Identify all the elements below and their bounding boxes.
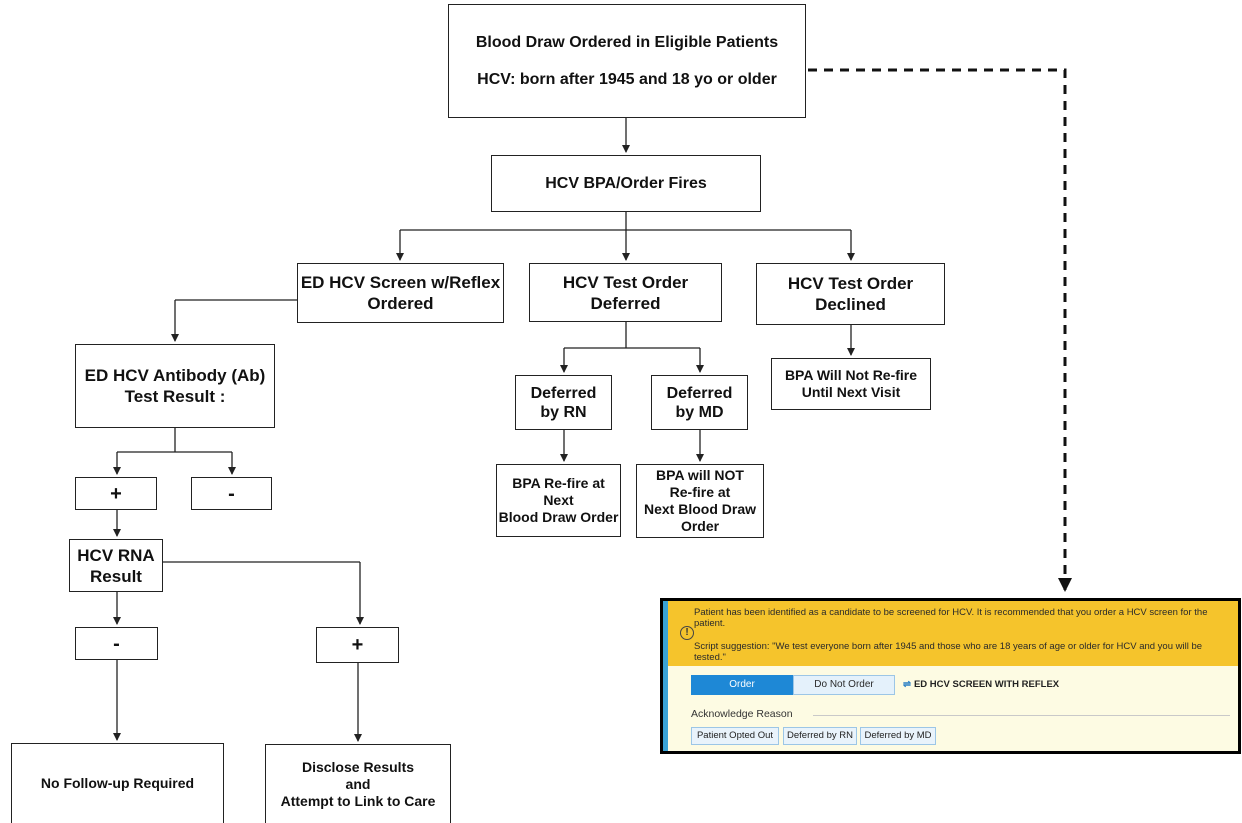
node-deferred-md-line2: by MD (675, 403, 724, 421)
node-refire-line3: Blood Draw Order (498, 509, 619, 525)
bpa-script-line2: tested." (694, 652, 726, 663)
node-not-refire-line1: BPA will NOT (656, 467, 744, 483)
node-screen-ordered-line2: Ordered (367, 294, 434, 313)
node-disclose-results: Disclose Results and Attempt to Link to … (265, 744, 451, 823)
node-antibody-line1: ED HCV Antibody (Ab) (84, 366, 266, 385)
reason-deferred-by-md[interactable]: Deferred by MD (860, 727, 936, 745)
node-test-deferred: HCV Test Order Deferred (529, 263, 722, 322)
node-no-refire-line2: Until Next Visit (801, 384, 901, 400)
bpa-message: Patient has been identified as a candida… (694, 607, 1224, 629)
node-blood-draw-ordered: Blood Draw Ordered in Eligible Patients … (448, 4, 806, 118)
node-blood-draw-line1: Blood Draw Ordered in Eligible Patients (475, 34, 779, 51)
node-refire-line1: BPA Re-fire at (512, 475, 605, 491)
node-test-declined-line2: Declined (815, 295, 886, 314)
order-link-icon: ⇌ (903, 679, 911, 690)
exclamation-circle-icon: ! (680, 626, 694, 640)
node-not-refire-line4: Order (680, 518, 720, 534)
bpa-script-suggestion: Script suggestion: "We test everyone bor… (694, 641, 1224, 663)
order-item[interactable]: ⇌ED HCV SCREEN WITH REFLEX (903, 675, 1059, 695)
node-no-followup-label: No Follow-up Required (40, 775, 195, 791)
node-disclose-line2: and (345, 775, 371, 792)
node-rna-positive: + (316, 627, 399, 663)
acknowledge-reason-title: Acknowledge Reason (691, 708, 799, 720)
bpa-warning-bar: ! Patient has been identified as a candi… (663, 601, 1238, 666)
node-blood-draw-line2: HCV: born after 1945 and 18 yo or older (477, 71, 777, 88)
node-rna-positive-label: + (351, 634, 364, 656)
node-screen-ordered-line1: ED HCV Screen w/Reflex (300, 273, 501, 292)
reason-patient-opted-out[interactable]: Patient Opted Out (691, 727, 779, 745)
node-test-declined: HCV Test Order Declined (756, 263, 945, 325)
node-no-followup: No Follow-up Required (11, 743, 224, 823)
order-button[interactable]: Order (691, 675, 793, 695)
node-antibody-result: ED HCV Antibody (Ab) Test Result : (75, 344, 275, 428)
node-deferred-md-line1: Deferred (666, 384, 733, 402)
node-disclose-line1: Disclose Results (301, 758, 415, 775)
node-test-deferred-line1: HCV Test Order (562, 272, 689, 292)
bpa-alert-panel: ! Patient has been identified as a candi… (660, 598, 1241, 754)
node-not-refire-line3: Next Blood Draw (643, 501, 756, 517)
node-rna-result: HCV RNA Result (69, 539, 163, 592)
node-deferred-rn-line2: by RN (540, 403, 587, 421)
node-antibody-line2: Test Result : (124, 387, 226, 406)
node-not-refire-next-draw: BPA will NOT Re-fire at Next Blood Draw … (636, 464, 764, 538)
node-rna-negative-label: - (113, 632, 120, 655)
node-bpa-order-fires-label: HCV BPA/Order Fires (545, 175, 707, 192)
node-deferred-md: Deferred by MD (651, 375, 748, 430)
bpa-message-line2: patient. (694, 618, 726, 629)
node-ab-negative-label: - (228, 482, 235, 505)
node-ab-positive: + (75, 477, 157, 510)
node-test-deferred-line2: Deferred (590, 293, 661, 313)
node-rna-negative: - (75, 627, 158, 660)
node-ab-negative: - (191, 477, 272, 510)
do-not-order-button[interactable]: Do Not Order (793, 675, 895, 695)
node-refire-next-draw: BPA Re-fire at Next Blood Draw Order (496, 464, 621, 537)
dashed-arrow-to-bpa-panel (808, 68, 1072, 592)
reason-deferred-by-rn[interactable]: Deferred by RN (783, 727, 857, 745)
node-ab-positive-label: + (110, 482, 122, 505)
node-deferred-rn-line1: Deferred (530, 384, 597, 402)
node-disclose-line3: Attempt to Link to Care (280, 792, 436, 809)
acknowledge-divider (813, 715, 1230, 716)
node-screen-ordered: ED HCV Screen w/Reflex Ordered (297, 263, 504, 323)
node-rna-line2: Result (90, 566, 142, 586)
node-bpa-order-fires: HCV BPA/Order Fires (491, 155, 761, 212)
bpa-script-line1: Script suggestion: "We test everyone bor… (694, 641, 1203, 652)
node-rna-line1: HCV RNA (77, 545, 155, 565)
bpa-message-line1: Patient has been identified as a candida… (694, 607, 1208, 618)
node-test-declined-line1: HCV Test Order (787, 274, 914, 293)
node-no-refire-until-next-visit: BPA Will Not Re-fire Until Next Visit (771, 358, 931, 410)
node-no-refire-line1: BPA Will Not Re-fire (784, 367, 918, 383)
node-deferred-rn: Deferred by RN (515, 375, 612, 430)
node-not-refire-line2: Re-fire at (669, 484, 731, 500)
order-item-name: ED HCV SCREEN WITH REFLEX (913, 679, 1060, 690)
node-refire-line2: Next (543, 492, 574, 508)
